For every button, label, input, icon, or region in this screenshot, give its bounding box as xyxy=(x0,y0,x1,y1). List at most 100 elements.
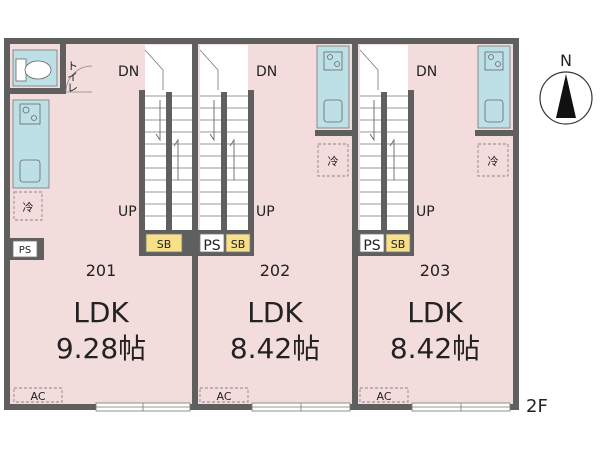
unit-202-pipe-space xyxy=(199,233,225,253)
storage-fixtures xyxy=(12,233,411,258)
unit-202-stove-burner-icon xyxy=(334,61,340,67)
unit-203-aircon-label: AC xyxy=(376,390,391,403)
unit-201-stairs-up-label: UP xyxy=(118,204,137,220)
unit-201-sink-icon xyxy=(19,159,41,183)
unit-203-number: 203 xyxy=(420,261,451,280)
unit-202-labels: DN UP PS SB 冷 202 LDK 8.42帖 AC xyxy=(203,64,338,403)
unit-202-shoebox xyxy=(225,233,251,253)
wall-bottom xyxy=(510,404,519,410)
unit-203-stairs-up-label: UP xyxy=(416,204,435,220)
unit-203-kitchen-counter xyxy=(477,45,511,129)
toilet-tank xyxy=(15,58,27,82)
unit-202-kitchen-partition xyxy=(315,130,352,136)
wall-left xyxy=(4,38,10,410)
unit-203-pipe-space xyxy=(359,233,385,253)
stair-arrow xyxy=(389,138,395,180)
toilet-partition xyxy=(10,88,60,94)
unit-201-stove-burner-icon xyxy=(31,115,37,121)
toilet-bowl-icon xyxy=(24,60,52,80)
unit-203-aircon-space xyxy=(359,387,409,403)
fridge-spaces xyxy=(13,143,509,221)
unit-201-shoebox xyxy=(145,233,183,253)
floor-label: 2F xyxy=(526,396,548,417)
unit-201-stair-wall xyxy=(139,90,145,230)
stair-winder xyxy=(359,49,379,90)
unit-203-stove-icon xyxy=(484,51,504,71)
party-wall-202-203 xyxy=(352,38,358,410)
unit-202-stairs-down-label: DN xyxy=(256,64,277,80)
unit-201-shoebox-label: SB xyxy=(157,238,172,251)
party-wall-201-202 xyxy=(192,38,198,410)
stair-arrow xyxy=(173,138,179,180)
stair-winder xyxy=(199,49,219,90)
unit-201-aircon-space xyxy=(13,387,63,403)
unit-201-stair-center-wall xyxy=(166,92,172,230)
stair-arrow xyxy=(155,100,161,142)
unit-203-sink-icon xyxy=(484,99,504,123)
unit-203-stove-burner-icon xyxy=(488,54,494,60)
stair-center-walls xyxy=(166,92,387,230)
unit-201-toilet xyxy=(12,49,93,93)
toilet-label: トイレ xyxy=(66,60,79,93)
unit-203-kitchen-partition xyxy=(475,130,513,136)
wall-bottom xyxy=(190,404,252,410)
unit-203-stair-wall xyxy=(408,90,414,230)
unit-201-fridge-label: 冷 xyxy=(23,201,34,214)
aircon-spaces xyxy=(13,387,409,403)
unit-202-sink-icon xyxy=(323,99,343,123)
unit-201-area: 9.28帖 xyxy=(56,332,146,365)
unit-202-shoebox-label: SB xyxy=(231,238,246,251)
stair-arrow xyxy=(369,100,375,142)
toilet-partition xyxy=(60,44,66,94)
windows xyxy=(95,402,511,412)
wall-right xyxy=(513,38,519,410)
unit-201-pipe-space xyxy=(12,240,38,258)
unit-201-room-type: LDK xyxy=(73,296,129,329)
unit-203-room-type: LDK xyxy=(407,296,463,329)
unit-202-stair-center-wall xyxy=(221,92,227,230)
unit-202-kitchen-counter xyxy=(316,45,350,129)
unit-202-area: 8.42帖 xyxy=(230,332,320,365)
wall-bottom xyxy=(4,404,96,410)
unit-202-room-type: LDK xyxy=(247,296,303,329)
unit-201-aircon-label: AC xyxy=(30,390,45,403)
unit-203-labels: DN UP PS SB 冷 203 LDK 8.42帖 AC xyxy=(363,64,498,403)
unit-203-stove-burner-icon xyxy=(495,61,501,67)
unit-202-aircon-space xyxy=(199,387,249,403)
compass: N xyxy=(539,51,593,125)
unit-202-pipe-space-label: PS xyxy=(203,238,220,254)
wall-top xyxy=(4,38,518,44)
north-arrow-icon xyxy=(556,74,576,118)
stair-arrows xyxy=(155,100,395,180)
toilet-door-swing xyxy=(65,65,93,93)
unit-201-number: 201 xyxy=(86,261,117,280)
unit-202-stairs-up-label: UP xyxy=(256,204,275,220)
stair-arrow xyxy=(209,100,215,142)
unit-201-labels: トイレ DN UP SB PS 冷 201 LDK 9.28帖 AC xyxy=(19,60,171,403)
unit-201-stairs-down-label: DN xyxy=(118,64,139,80)
unit-201-fridge-space xyxy=(13,191,43,221)
unit-202-stove-burner-icon xyxy=(327,54,333,60)
unit-201-stove-icon xyxy=(19,103,41,125)
wall-bottom xyxy=(350,404,412,410)
unit-202-stove-icon xyxy=(323,51,343,71)
unit-203-stair-center-wall xyxy=(381,92,387,230)
unit-203-area: 8.42帖 xyxy=(390,332,480,365)
unit-202-fridge-space xyxy=(317,143,349,177)
unit-201-kitchen-counter xyxy=(12,99,50,189)
unit-203-fridge-label: 冷 xyxy=(488,155,499,168)
stair-winder xyxy=(144,49,164,90)
unit-202-fridge-label: 冷 xyxy=(328,155,339,168)
compass-north-label: N xyxy=(560,51,572,70)
unit-203-pipe-space-label: PS xyxy=(363,238,380,254)
kitchens xyxy=(12,45,511,189)
unit-202-stair-wall xyxy=(248,90,254,230)
unit-203-shoebox xyxy=(385,233,411,253)
unit-202-number: 202 xyxy=(260,261,291,280)
unit-203-fridge-space xyxy=(477,143,509,177)
unit-201-stove-burner-icon xyxy=(22,106,30,114)
unit-201-pipe-space-label: PS xyxy=(19,245,31,256)
unit-203-shoebox-label: SB xyxy=(391,238,406,251)
unit-202-aircon-label: AC xyxy=(216,390,231,403)
